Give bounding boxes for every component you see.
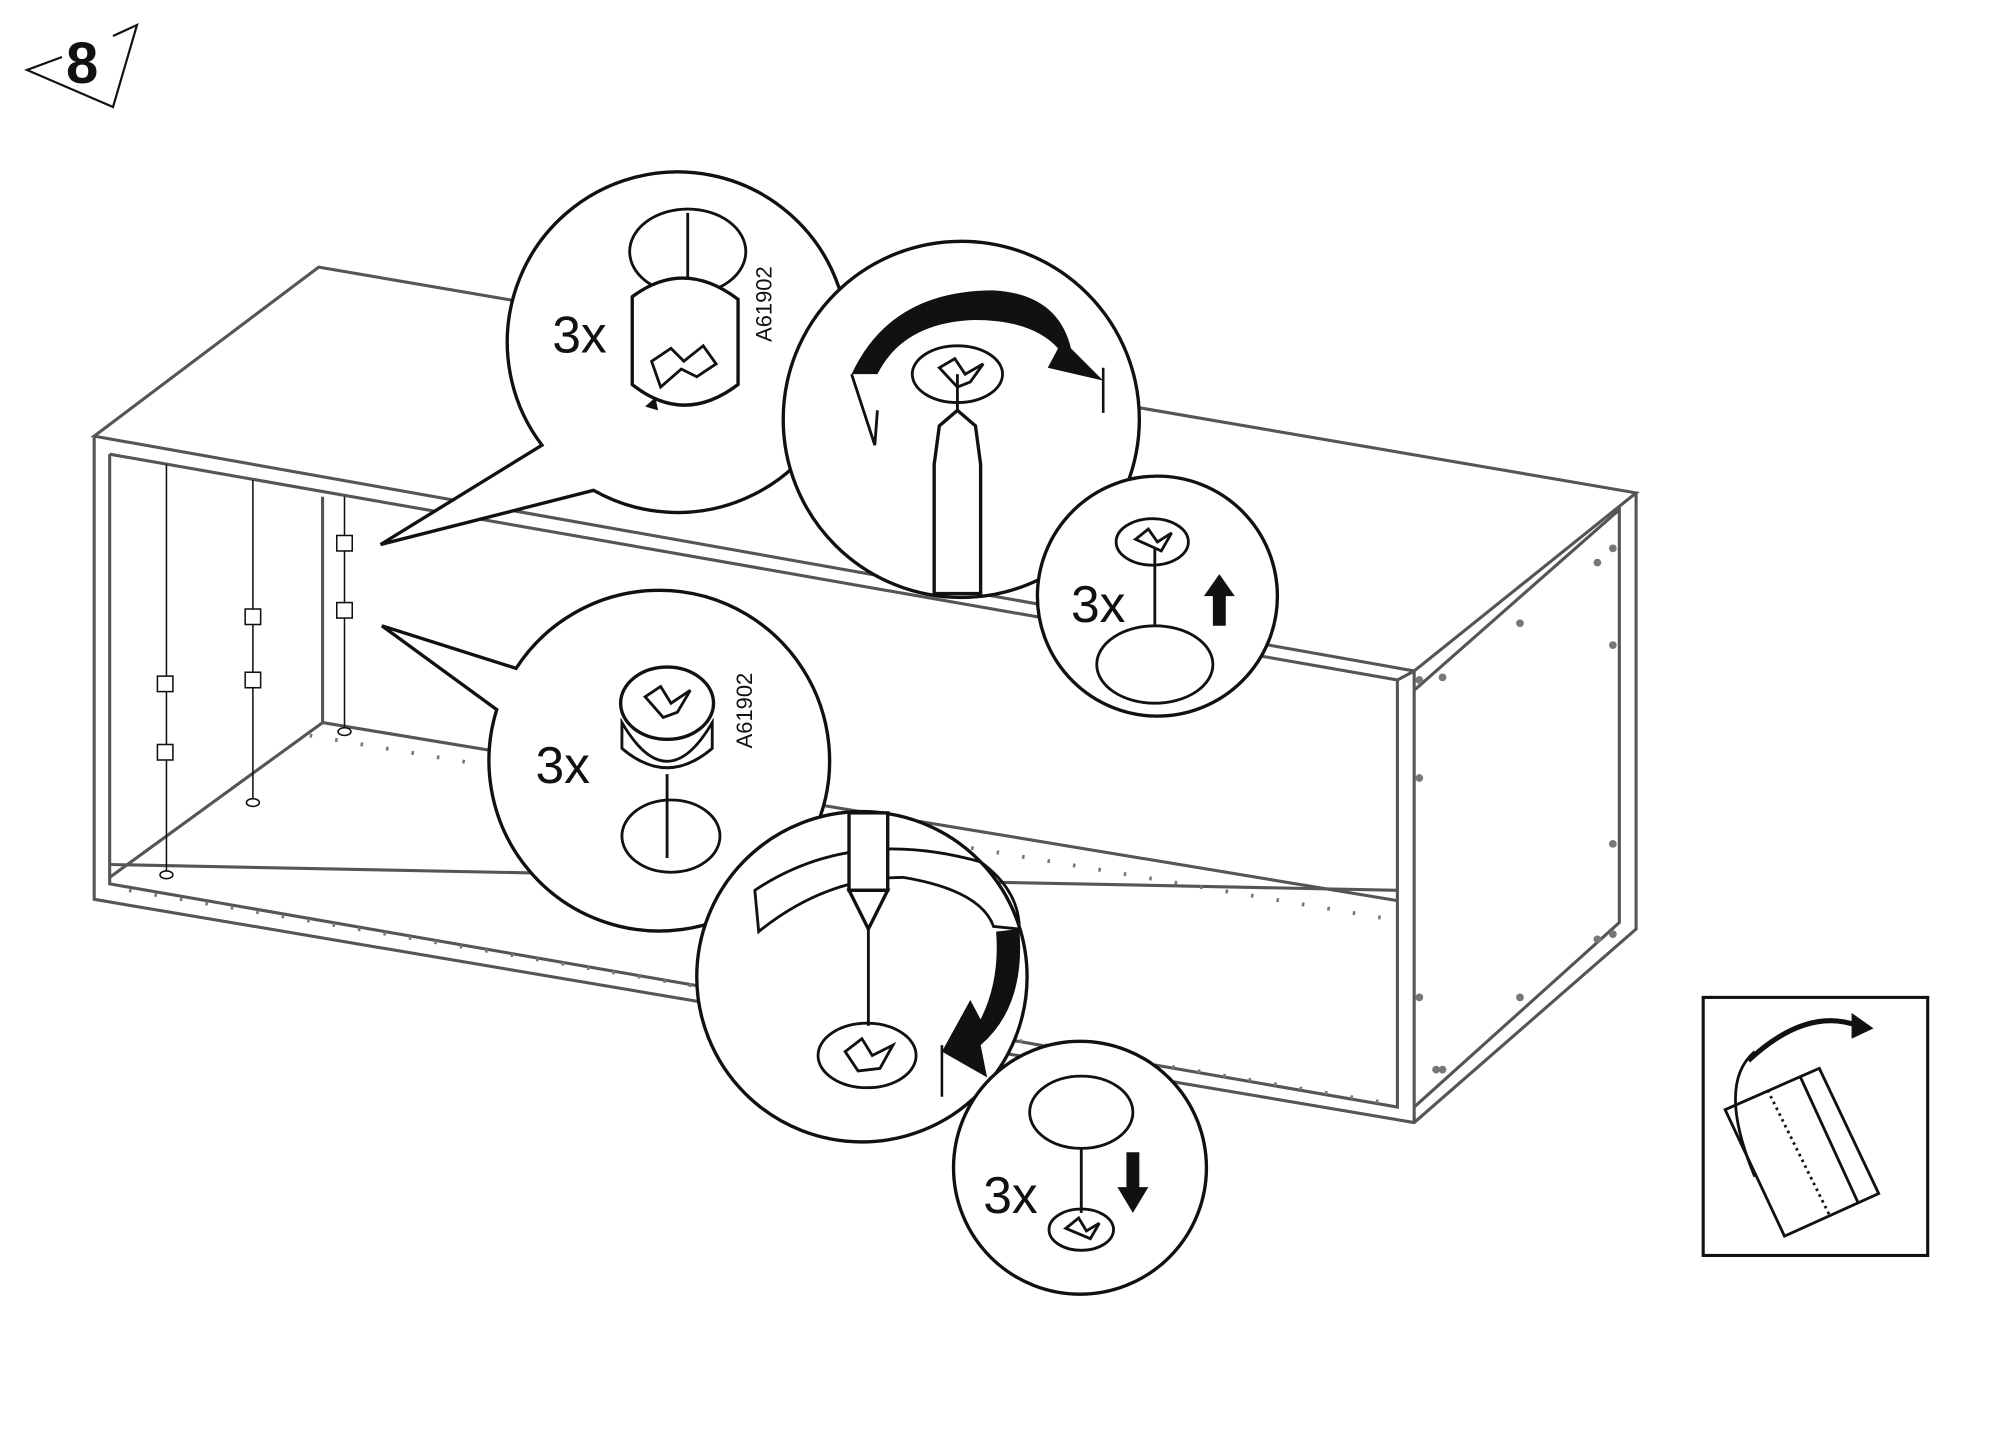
callout-cam-lock-insert: 3x A61902 — [379, 170, 850, 547]
quantity-label: 3x — [535, 736, 590, 794]
part-code: A61902 — [752, 266, 777, 342]
callout-turn-cam-clockwise — [781, 239, 1142, 600]
arrow-up-icon — [1203, 574, 1235, 626]
callout-cam-lock-remove: 3x A61902 — [380, 588, 832, 933]
curved-arrow-icon — [1746, 1018, 1859, 1063]
step-number: 8 — [66, 31, 98, 96]
quantity-label: 3x — [552, 305, 607, 363]
callout-cover-cap-remove: 3x — [951, 1039, 1209, 1296]
inset-turn-cabinet-over — [1701, 995, 1930, 1258]
cam-posts — [156, 464, 354, 880]
shelf-pin-holes — [1415, 544, 1617, 1074]
quantity-label: 3x — [983, 1166, 1038, 1224]
quantity-label: 3x — [1071, 575, 1126, 633]
callout-turn-cam-counterclockwise — [695, 809, 1029, 1144]
step-marker: 8 — [24, 22, 139, 109]
callout-cover-cap-attach: 3x — [1035, 474, 1280, 718]
arrow-down-icon — [1117, 1152, 1149, 1213]
part-code: A61902 — [732, 673, 757, 749]
